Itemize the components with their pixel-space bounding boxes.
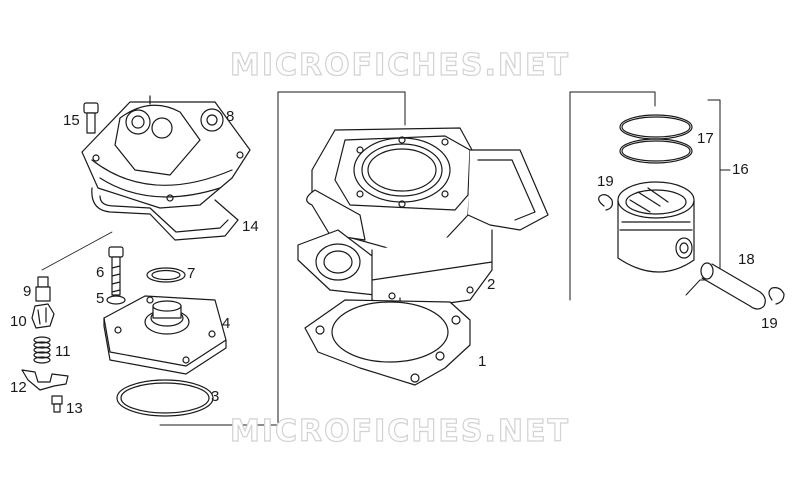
piston-16 [617, 181, 695, 273]
callout-4: 4 [222, 315, 231, 332]
cylinder-head [81, 101, 251, 209]
callout-8: 8 [226, 108, 235, 125]
callout-7: 7 [187, 265, 196, 282]
exhaust-flange-4 [103, 295, 227, 375]
callout-10: 10 [10, 313, 27, 330]
head-gasket-14 [91, 187, 239, 241]
spring-11 [33, 336, 51, 364]
o-ring-3 [116, 379, 214, 417]
bolt-6 [108, 246, 124, 296]
piston-pin-18 [700, 262, 766, 310]
callout-18: 18 [738, 251, 755, 268]
callout-5: 5 [96, 290, 105, 307]
circlip-19-left [598, 194, 613, 211]
callout-13: 13 [66, 400, 83, 417]
cylinder-2 [297, 127, 549, 311]
o-ring-7 [146, 267, 186, 283]
callout-1: 1 [478, 353, 487, 370]
bracket-12 [21, 369, 69, 391]
callout-17: 17 [697, 130, 714, 147]
callout-12: 12 [10, 379, 27, 396]
bolt-15 [83, 102, 99, 134]
watermark-bottom: MICROFICHES.NET [229, 413, 570, 449]
washer-5 [106, 295, 126, 305]
valve-9 [35, 276, 51, 302]
callout-6: 6 [96, 264, 105, 281]
callout-15: 15 [63, 112, 80, 129]
callout-11: 11 [55, 343, 71, 360]
clip-10 [31, 303, 55, 329]
group-bracket-lines [159, 91, 731, 426]
callout-19-left: 19 [597, 173, 614, 190]
screw-13 [51, 395, 63, 413]
callout-19-right: 19 [761, 315, 778, 332]
callout-14: 14 [242, 218, 259, 235]
callout-3: 3 [211, 388, 220, 405]
base-gasket-1 [304, 299, 471, 386]
callout-16: 16 [732, 161, 749, 178]
callout-2: 2 [487, 276, 496, 293]
piston-rings-17 [619, 114, 693, 164]
circlip-19-right [768, 287, 785, 305]
watermark-top: MICROFICHES.NET [229, 47, 570, 83]
callout-9: 9 [23, 283, 32, 300]
